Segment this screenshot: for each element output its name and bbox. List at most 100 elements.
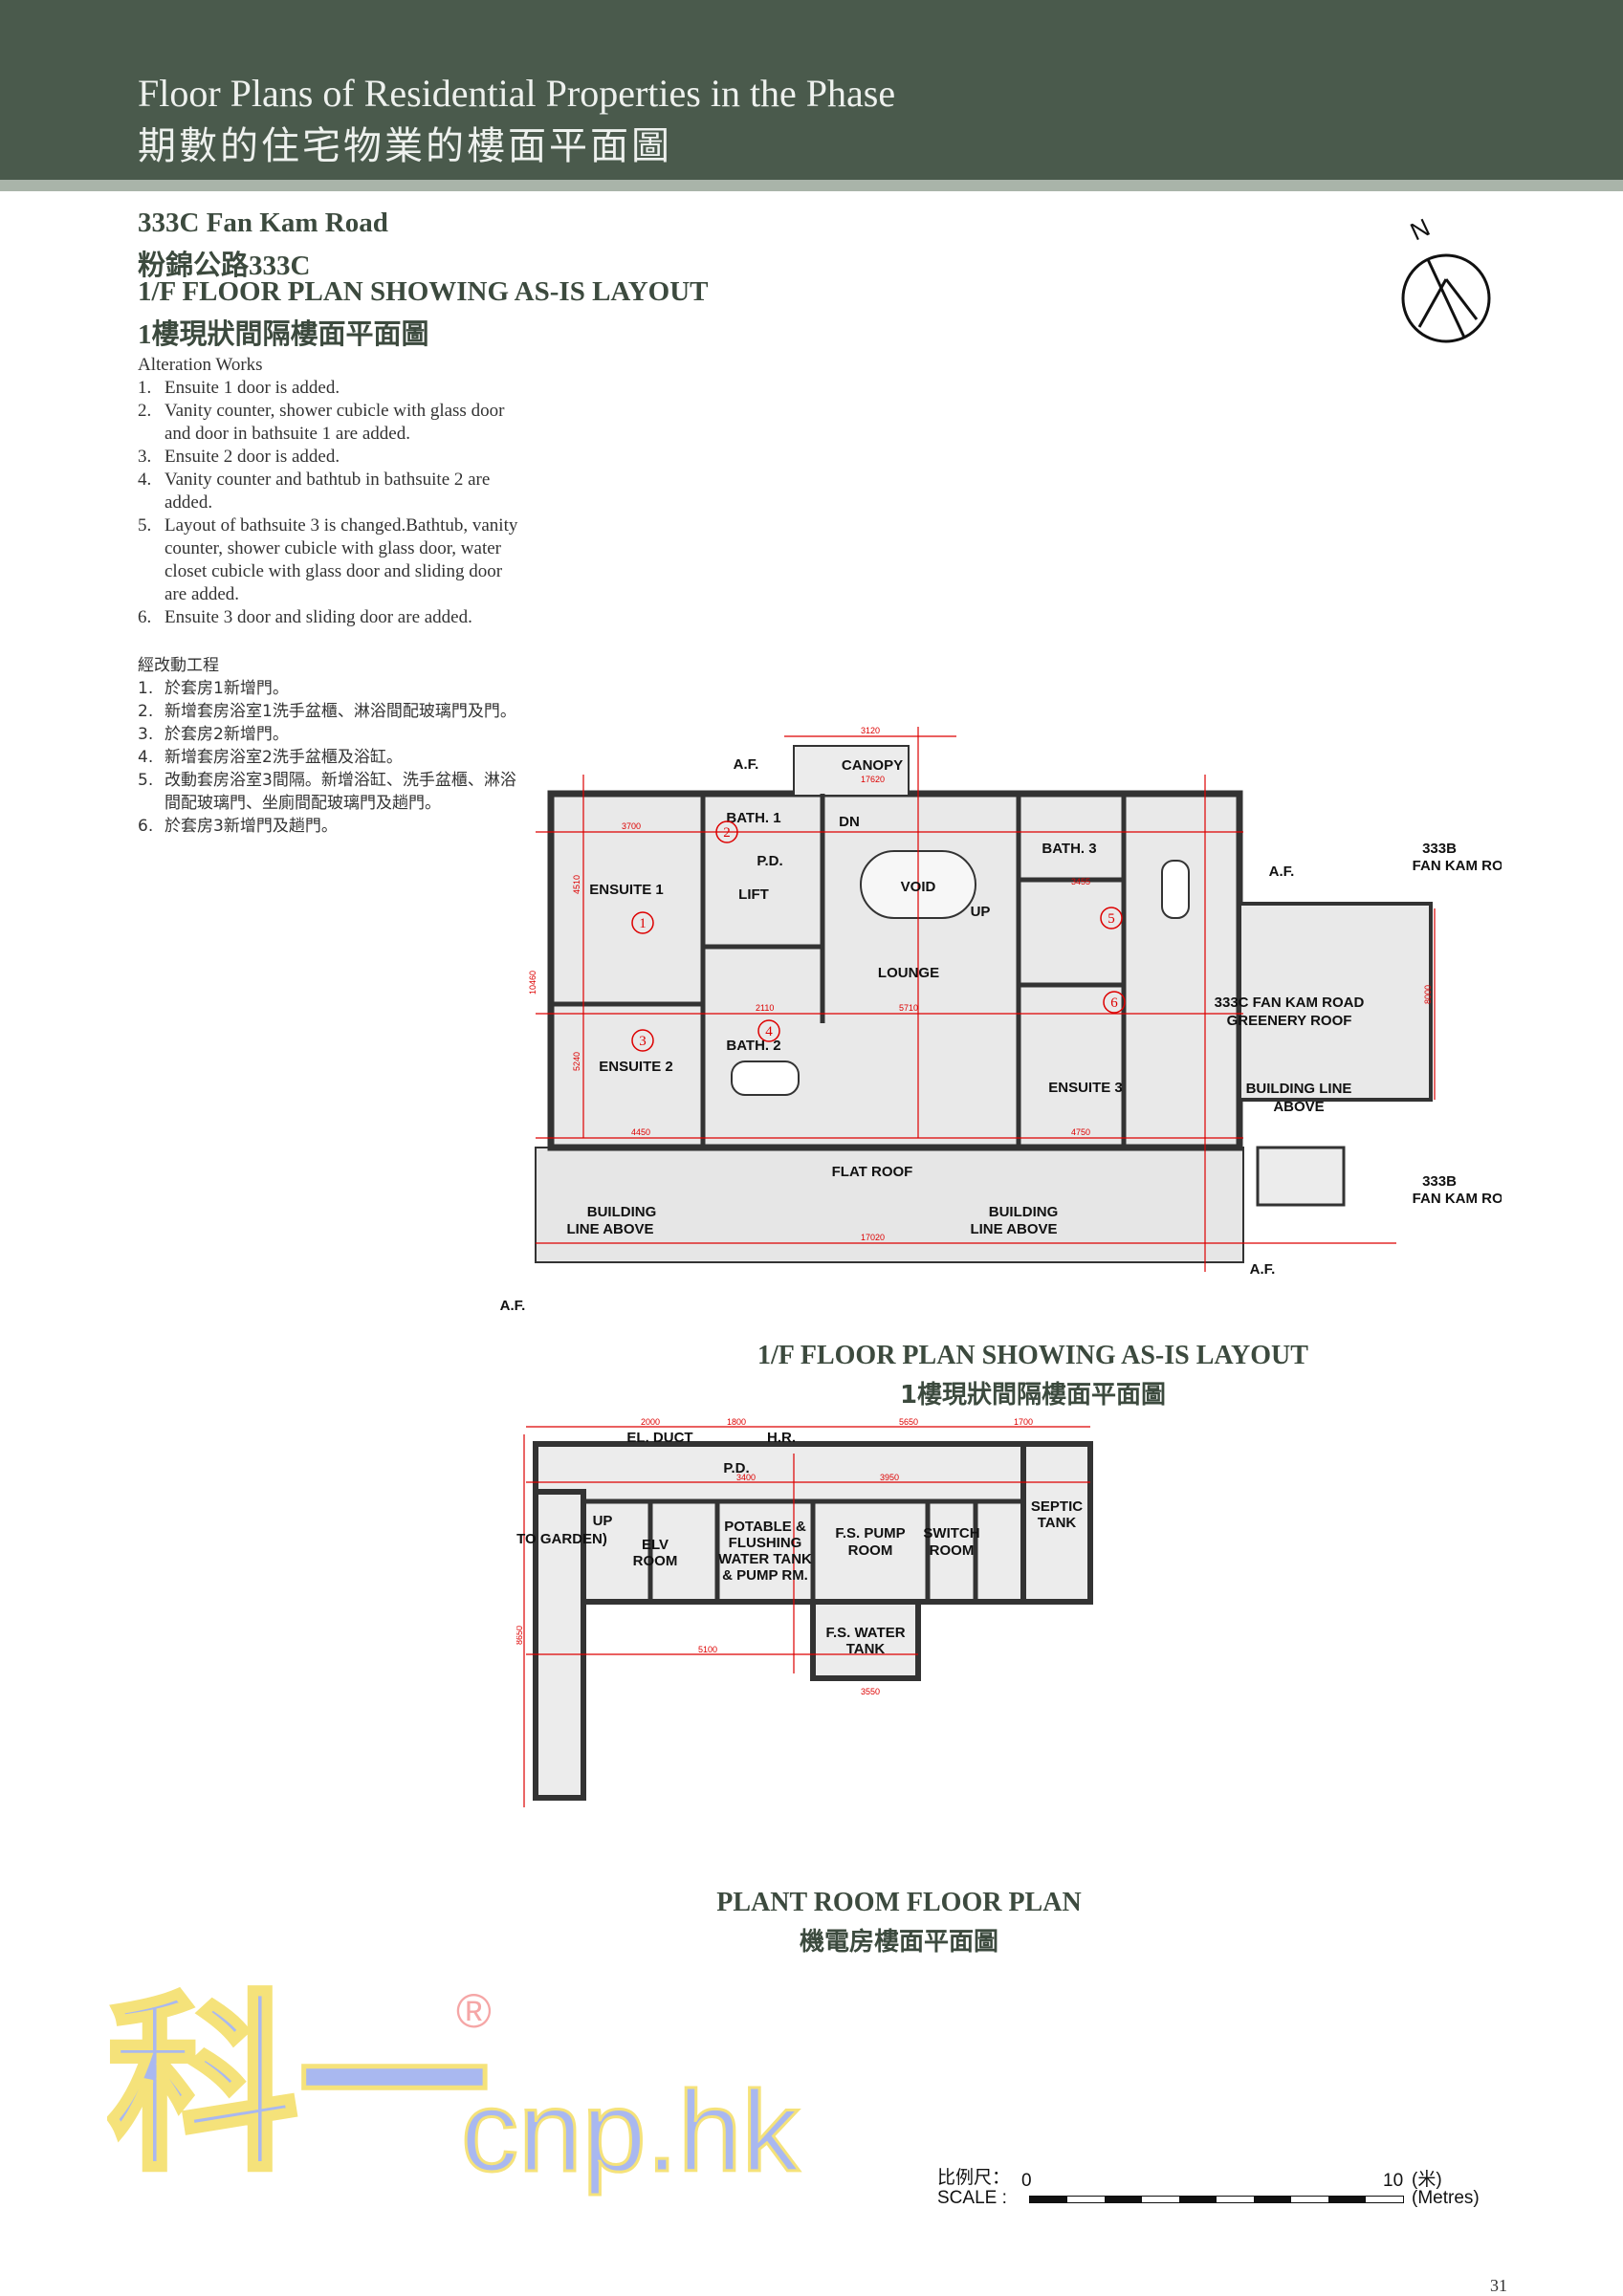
label-af-bottom-right: A.F. — [1250, 1261, 1276, 1278]
alteration-item: 6.Ensuite 3 door and sliding door are ad… — [138, 607, 472, 627]
marker-1: 1 — [639, 916, 647, 931]
room-hr: H.R. — [767, 1430, 796, 1446]
alteration-heading-zh: 經改動工程 — [138, 656, 219, 675]
alteration-item-text: Vanity counter, shower cubicle with glas… — [164, 401, 505, 444]
alteration-item: 4.Vanity counter and bathtub in bathsuit… — [138, 469, 520, 514]
scale-ten: 10 — [1383, 2171, 1404, 2191]
alteration-works-zh: 經改動工程 1.於套房1新增門。 2.新增套房浴室1洗手盆櫃、淋浴間配玻璃門及門… — [138, 654, 520, 838]
label-above: ABOVE — [1273, 1099, 1324, 1115]
watermark-latin: cnp.hk — [461, 2067, 801, 2196]
scale-bar: 比例尺： SCALE : 0 10 (米) (Metres) — [937, 2163, 1511, 2230]
floor-plan-1f: ENSUITE 1 BATH. 1 LIFT P.D. VOID DN UP L… — [500, 726, 1502, 1314]
scale-unit-zh: (米) — [1412, 2170, 1442, 2190]
alteration-item: 1.於套房1新增門。 — [138, 679, 289, 698]
scale-zero: 0 — [1021, 2171, 1032, 2191]
alteration-heading-en: Alteration Works — [138, 355, 263, 375]
area-flat-roof: FLAT ROOF — [832, 1164, 913, 1180]
room-lift: LIFT — [738, 886, 769, 903]
dim-text: 4450 — [631, 1127, 650, 1137]
room-pd: P.D. — [757, 853, 782, 869]
alteration-item: 1.Ensuite 1 door is added. — [138, 378, 340, 398]
floor-plan-plant-room: EL. DUCT H.R. P.D. UP (TO GARDEN) ELV RO… — [516, 1417, 1093, 1807]
area-greenery-roof: GREENERY ROOF — [1227, 1013, 1352, 1029]
dim-text: 5240 — [572, 1052, 581, 1071]
caption-1f-zh: 1樓現狀間隔樓面平面圖 — [899, 1381, 1167, 1410]
alteration-item: 4.新增套房浴室2洗手盆櫃及浴缸。 — [138, 748, 403, 767]
room-potable: POTABLE & — [724, 1519, 806, 1535]
watermark-cn: 科一 — [107, 1975, 490, 2198]
room-ensuite-3: ENSUITE 3 — [1048, 1080, 1123, 1096]
dim-text: 2000 — [641, 1417, 660, 1427]
dim-text: 8000 — [1423, 985, 1433, 1004]
marker-3: 3 — [639, 1034, 647, 1049]
room-lounge: LOUNGE — [878, 965, 939, 981]
room-void: VOID — [901, 879, 936, 895]
alteration-item-text: 於套房2新增門。 — [164, 725, 289, 744]
label-dn: DN — [839, 814, 860, 830]
room-switch-room: ROOM — [930, 1542, 975, 1559]
page-number: 31 — [1490, 2276, 1507, 2295]
alteration-item: 5.改動套房浴室3間隔。新增浴缸、洗手盆櫃、淋浴間配玻璃門、坐廁間配玻璃門及趟門… — [138, 769, 520, 815]
area-canopy: CANOPY — [842, 757, 903, 774]
label-to-garden: (TO GARDEN) — [516, 1531, 607, 1547]
caption-1f-en: 1/F FLOOR PLAN SHOWING AS-IS LAYOUT — [757, 1341, 1308, 1370]
north-label: N — [1406, 212, 1435, 246]
caption-plant-zh: 機電房樓面平面圖 — [799, 1928, 998, 1957]
room-fs-pump: F.S. PUMP — [835, 1525, 905, 1542]
header-divider — [0, 180, 1623, 191]
room-elv-room: ROOM — [633, 1553, 678, 1569]
dim-text: 3950 — [880, 1473, 899, 1482]
plan-title-en: 1/F FLOOR PLAN SHOWING AS-IS LAYOUT — [138, 276, 709, 307]
label-af-bottom-left: A.F. — [500, 1298, 526, 1314]
alteration-item-text: 改動套房浴室3間隔。新增浴缸、洗手盆櫃、淋浴間配玻璃門、坐廁間配玻璃門及趟門。 — [164, 771, 516, 813]
alteration-item-text: 於套房3新增門及趟門。 — [164, 817, 338, 836]
dim-text: 1700 — [1014, 1417, 1033, 1427]
header-title-zh: 期數的住宅物業的樓面平面圖 — [138, 124, 672, 167]
label-up: UP — [971, 904, 991, 920]
dim-text: 3455 — [1071, 877, 1090, 886]
scale-label-en: SCALE : — [937, 2188, 1007, 2208]
dim-text: 8650 — [516, 1626, 524, 1645]
alteration-item-text: Vanity counter and bathtub in bathsuite … — [164, 470, 491, 513]
room-flushing: FLUSHING — [729, 1535, 802, 1551]
label-af-top: A.F. — [734, 756, 759, 773]
room-pd: P.D. — [723, 1460, 749, 1476]
header-title-en: Floor Plans of Residential Properties in… — [138, 72, 896, 115]
room-ensuite-1: ENSUITE 1 — [589, 882, 664, 898]
alteration-item-text: Ensuite 3 door and sliding door are adde… — [164, 607, 472, 627]
alteration-item: 3.於套房2新增門。 — [138, 725, 289, 744]
dim-text: 1800 — [727, 1417, 746, 1427]
alteration-works-en: Alteration Works 1.Ensuite 1 door is add… — [138, 354, 520, 629]
alteration-item-text: 新增套房浴室2洗手盆櫃及浴缸。 — [164, 748, 403, 767]
dim-text: 2110 — [756, 1003, 774, 1013]
label-333c-fan-kam-road: 333C FAN KAM ROAD — [1215, 995, 1365, 1011]
dim-text: 3700 — [622, 821, 641, 831]
label-up: UP — [593, 1513, 613, 1529]
label-333b-bottom: 333B — [1422, 1173, 1457, 1190]
label-fan-kam-road-bottom: FAN KAM ROAD — [1413, 1191, 1502, 1207]
marker-5: 5 — [1108, 911, 1115, 927]
scale-label-zh: 比例尺： — [937, 2168, 1011, 2188]
alteration-item-text: 於套房1新增門。 — [164, 679, 289, 698]
label-building-line: BUILDING LINE — [1246, 1081, 1352, 1097]
dim-text: 10460 — [528, 971, 537, 995]
alteration-item: 5.Layout of bathsuite 3 is changed.Batht… — [138, 514, 520, 606]
room-fs-pump-room: ROOM — [848, 1542, 893, 1559]
room-pump-rm: & PUMP RM. — [722, 1567, 808, 1584]
marker-2: 2 — [723, 825, 731, 841]
room-el-duct: EL. DUCT — [626, 1430, 692, 1446]
scale-ruler — [1029, 2196, 1404, 2203]
room-switch: SWITCH — [923, 1525, 979, 1542]
dim-text: 5650 — [899, 1417, 918, 1427]
label-building-right: BUILDING — [989, 1204, 1059, 1220]
room-elv: ELV — [642, 1537, 669, 1553]
label-line-above-right: LINE ABOVE — [970, 1221, 1057, 1237]
dim-text: 5710 — [899, 1003, 918, 1013]
room-septic-tank: TANK — [1038, 1515, 1077, 1531]
dim-text: 17620 — [861, 775, 885, 784]
room-fs-water-tank: TANK — [846, 1641, 886, 1657]
dim-text: 4750 — [1071, 1127, 1090, 1137]
alteration-item: 2.Vanity counter, shower cubicle with gl… — [138, 400, 520, 446]
label-building-left: BUILDING — [587, 1204, 657, 1220]
room-bath-1: BATH. 1 — [726, 810, 780, 826]
